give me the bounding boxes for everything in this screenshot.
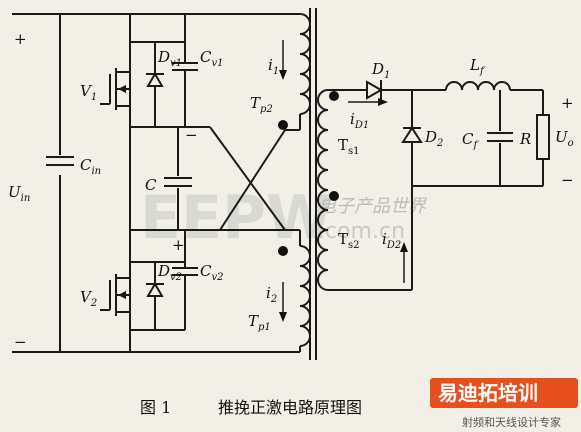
diode-d2-symbol [401, 90, 423, 290]
transformer-core [309, 8, 317, 360]
capacitor-cf-symbol [487, 90, 513, 186]
diode-d1-symbol [366, 80, 446, 100]
id2-arrow [400, 242, 408, 283]
secondary-winding-ts1 [317, 89, 367, 191]
d1-label: D1 [371, 60, 390, 81]
cv1-minus-sign: − [185, 126, 198, 144]
cin-label: Cin [80, 156, 101, 177]
dv1-label: Dv1 [157, 48, 182, 69]
i2-label: i2 [266, 284, 277, 305]
id1-arrow [348, 98, 388, 106]
logo-name: 易迪拓培训 [438, 381, 538, 405]
uo-label: Uo [555, 128, 574, 149]
r-label: R [519, 130, 531, 148]
figure-caption-text: 推挽正激电路原理图 [218, 398, 362, 417]
i1-label: i1 [268, 56, 279, 77]
diode-dv2-symbol [130, 261, 185, 330]
capacitor-cv2-symbol [172, 267, 198, 296]
clamp-capacitor-c [164, 127, 192, 230]
diode-dv1-symbol [146, 42, 164, 127]
c-label: C [145, 176, 157, 194]
cf-label: Cf [462, 130, 479, 151]
ts1-label: Ts1 [338, 136, 360, 157]
ts2-label: Ts2 [338, 230, 360, 251]
uo-plus-sign: + [561, 94, 574, 112]
figure-caption-number: 图 1 [140, 398, 171, 417]
input-rails [12, 13, 300, 353]
upper-switch-cell [100, 14, 198, 230]
cv1-label: Cv1 [200, 48, 224, 69]
logo-slogan: 射频和天线设计专家 [462, 415, 561, 429]
primary-winding-tp2 [278, 13, 311, 131]
resistor-r-symbol [536, 90, 550, 186]
uin-plus-sign: + [14, 30, 27, 48]
watermark-domain: .com.cn [318, 219, 405, 244]
lf-label: Lf [469, 56, 486, 77]
d2-label: D2 [424, 128, 443, 149]
inductor-lf-symbol [445, 81, 543, 91]
lower-switch-cell [100, 229, 265, 352]
id2-label: iD2 [382, 230, 401, 251]
uin-label: Uin [8, 183, 30, 204]
secondary-winding-ts2 [317, 189, 412, 291]
v1-label: V1 [80, 82, 97, 103]
dv2-label: Dv2 [157, 262, 182, 283]
cv2-label: Cv2 [200, 262, 224, 283]
watermark-cn-text: 电子产品世界 [318, 196, 427, 217]
uin-minus-sign: − [14, 333, 27, 351]
cross-wiring [185, 126, 286, 231]
cv2-plus-sign: + [172, 236, 185, 254]
uo-minus-sign: − [561, 171, 574, 189]
site-logo: 易迪拓培训 射频和天线设计专家 [430, 378, 578, 429]
tp1-label: Tp1 [248, 312, 271, 333]
v2-label: V2 [80, 288, 97, 309]
capacitor-cv1-symbol [130, 41, 198, 91]
mosfet-v1-symbol [100, 68, 130, 110]
watermark-brand: EEPW [140, 183, 332, 253]
id1-label: iD1 [350, 110, 369, 131]
tp2-label: Tp2 [250, 94, 273, 115]
mosfet-v2-symbol [100, 274, 130, 316]
